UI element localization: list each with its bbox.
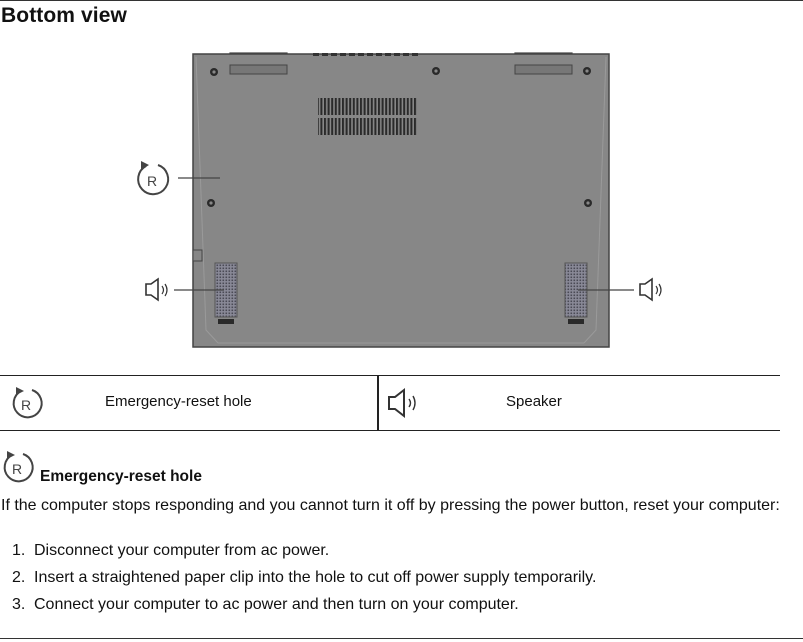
legend-table: R Emergency-reset hole Speaker: [0, 375, 780, 431]
svg-text:R: R: [21, 397, 31, 413]
callout-speaker-right-icon: [639, 277, 662, 302]
top-rule: [0, 0, 803, 1]
step-text: Insert a straightened paper clip into th…: [34, 569, 597, 586]
speaker-icon: [388, 387, 416, 419]
laptop-bottom-illustration: R: [137, 52, 662, 348]
section-title: Emergency-reset hole: [40, 468, 202, 485]
callout-reset-icon: R: [137, 161, 170, 196]
chassis: [192, 53, 610, 348]
step-text: Connect your computer to ac power and th…: [34, 596, 519, 613]
reset-icon: R: [3, 451, 34, 483]
step-text: Disconnect your computer from ac power.: [34, 542, 330, 559]
step-number: 3.: [12, 596, 26, 613]
legend-label-emergency-reset: Emergency-reset hole: [105, 393, 252, 410]
reset-icon: R: [12, 387, 43, 419]
section-intro: If the computer stops responding and you…: [1, 497, 780, 514]
speaker-left-grille: [214, 262, 238, 324]
callout-speaker-left-icon: [145, 277, 168, 302]
step-number: 2.: [12, 569, 26, 586]
page-title: Bottom view: [1, 4, 127, 27]
ventilation-grille: [318, 98, 417, 135]
top-edge-vents: [313, 53, 418, 56]
step-number: 1.: [12, 542, 26, 559]
screws: [207, 67, 592, 207]
bottom-rule: [0, 638, 803, 639]
legend-label-speaker: Speaker: [506, 393, 562, 410]
speaker-right-grille: [564, 262, 588, 324]
svg-text:R: R: [12, 461, 22, 477]
svg-text:R: R: [147, 173, 157, 189]
legend-divider: [377, 376, 379, 430]
